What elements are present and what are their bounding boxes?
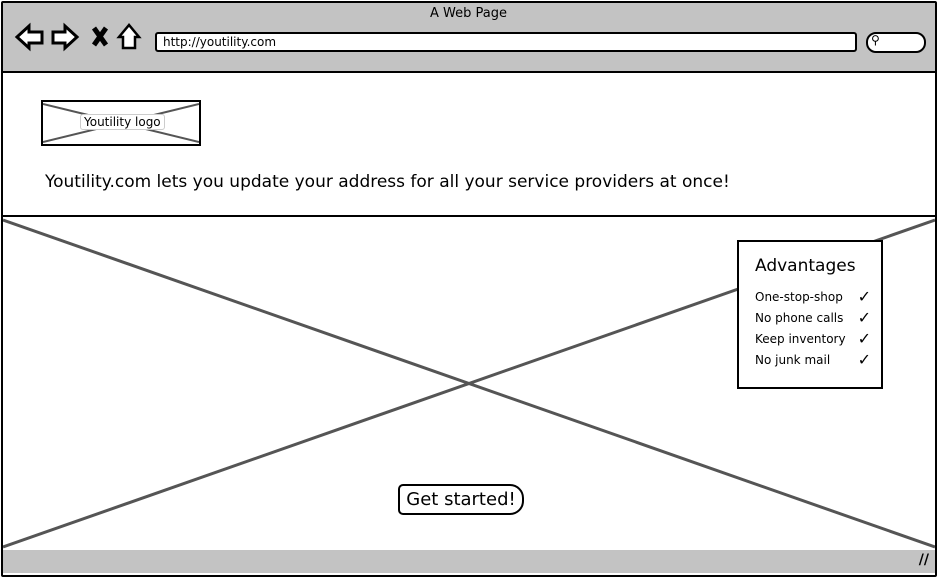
close-icon[interactable]: [91, 26, 109, 47]
advantages-title: Advantages: [755, 256, 856, 276]
search-field[interactable]: ⚲: [866, 32, 926, 53]
list-item: No junk mail ✓: [755, 350, 871, 369]
item-label: One-stop-shop: [755, 290, 843, 304]
logo-label: Youtility logo: [80, 114, 165, 130]
forward-icon[interactable]: [51, 22, 80, 52]
list-item: No phone calls ✓: [755, 308, 871, 327]
list-item: Keep inventory ✓: [755, 329, 871, 348]
advantages-panel: Advantages One-stop-shop ✓ No phone calls…: [737, 240, 883, 389]
check-icon: ✓: [857, 350, 871, 369]
resize-grip-icon[interactable]: //: [918, 552, 929, 568]
check-icon: ✓: [857, 308, 871, 327]
window-title: A Web Page: [430, 6, 507, 21]
item-label: No phone calls: [755, 311, 844, 325]
tagline: Youtility.com lets you update your addre…: [45, 172, 730, 192]
nav-icons: [14, 22, 142, 52]
home-icon[interactable]: [116, 23, 142, 50]
list-item: One-stop-shop ✓: [755, 287, 871, 306]
item-label: Keep inventory: [755, 332, 846, 346]
back-icon[interactable]: [14, 22, 44, 52]
search-icon: ⚲: [871, 33, 880, 47]
item-label: No junk mail: [755, 353, 831, 367]
status-bar: //: [3, 550, 935, 573]
get-started-button[interactable]: Get started!: [398, 484, 524, 515]
address-bar[interactable]: http://youtility.com: [155, 32, 857, 52]
check-icon: ✓: [857, 329, 871, 348]
check-icon: ✓: [857, 287, 871, 306]
